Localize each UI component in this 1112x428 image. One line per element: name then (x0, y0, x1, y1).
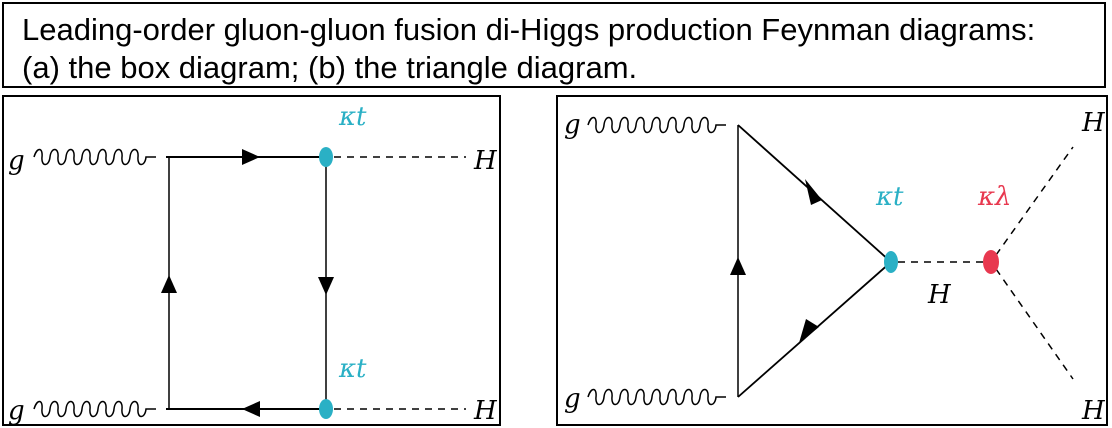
triangle-diagram-panel: g g H H H κt κλ (556, 95, 1108, 426)
kappa-lambda-label: κλ (977, 182, 1012, 212)
gluon-top-line (587, 116, 726, 134)
higgs-top-label: H (473, 146, 498, 176)
gluon-top-line (33, 148, 156, 166)
kappa-t-top-label: κt (338, 102, 367, 132)
higgs-out-bottom-label: H (1081, 396, 1106, 424)
vertex-kappa-t (884, 251, 898, 273)
higgs-out-top-line (995, 146, 1074, 256)
kappa-t-bottom-label: κt (338, 354, 367, 384)
gluon-bottom-label: g (8, 396, 25, 424)
higgs-out-top-label: H (1081, 108, 1106, 138)
arrow-top-right (242, 149, 260, 165)
higgs-out-bottom-line (995, 268, 1074, 380)
gluon-bottom-line (587, 388, 726, 406)
arrow-bottom-left (242, 401, 260, 417)
gluon-top-label: g (8, 146, 25, 176)
box-diagram-svg: g g H H κt κt (8, 102, 498, 424)
vertex-kappa-lambda (983, 250, 999, 274)
gluon-bottom-line (33, 400, 156, 418)
arrow-right-down (318, 277, 334, 295)
vertex-kappa-t-bottom (319, 399, 333, 419)
arrow-left-up (730, 257, 746, 275)
triangle-diagram-svg: g g H H H κt κλ (564, 108, 1106, 424)
higgs-bottom-label: H (473, 396, 498, 424)
vertex-kappa-t-top (319, 147, 333, 167)
arrow-upper-down (805, 179, 822, 205)
arrow-lower-up (799, 319, 819, 343)
caption-box: Leading-order gluon-gluon fusion di-Higg… (2, 2, 1106, 88)
gluon-top-label: g (564, 110, 581, 140)
gluon-bottom-label: g (564, 384, 581, 414)
kappa-t-label: κt (875, 182, 904, 212)
arrow-left-up (161, 275, 177, 293)
box-diagram-panel: g g H H κt κt (2, 95, 501, 426)
caption-line-1: Leading-order gluon-gluon fusion di-Higg… (22, 12, 1036, 47)
caption-line-2: (a) the box diagram; (b) the triangle di… (22, 50, 638, 85)
higgs-internal-label: H (927, 280, 952, 310)
